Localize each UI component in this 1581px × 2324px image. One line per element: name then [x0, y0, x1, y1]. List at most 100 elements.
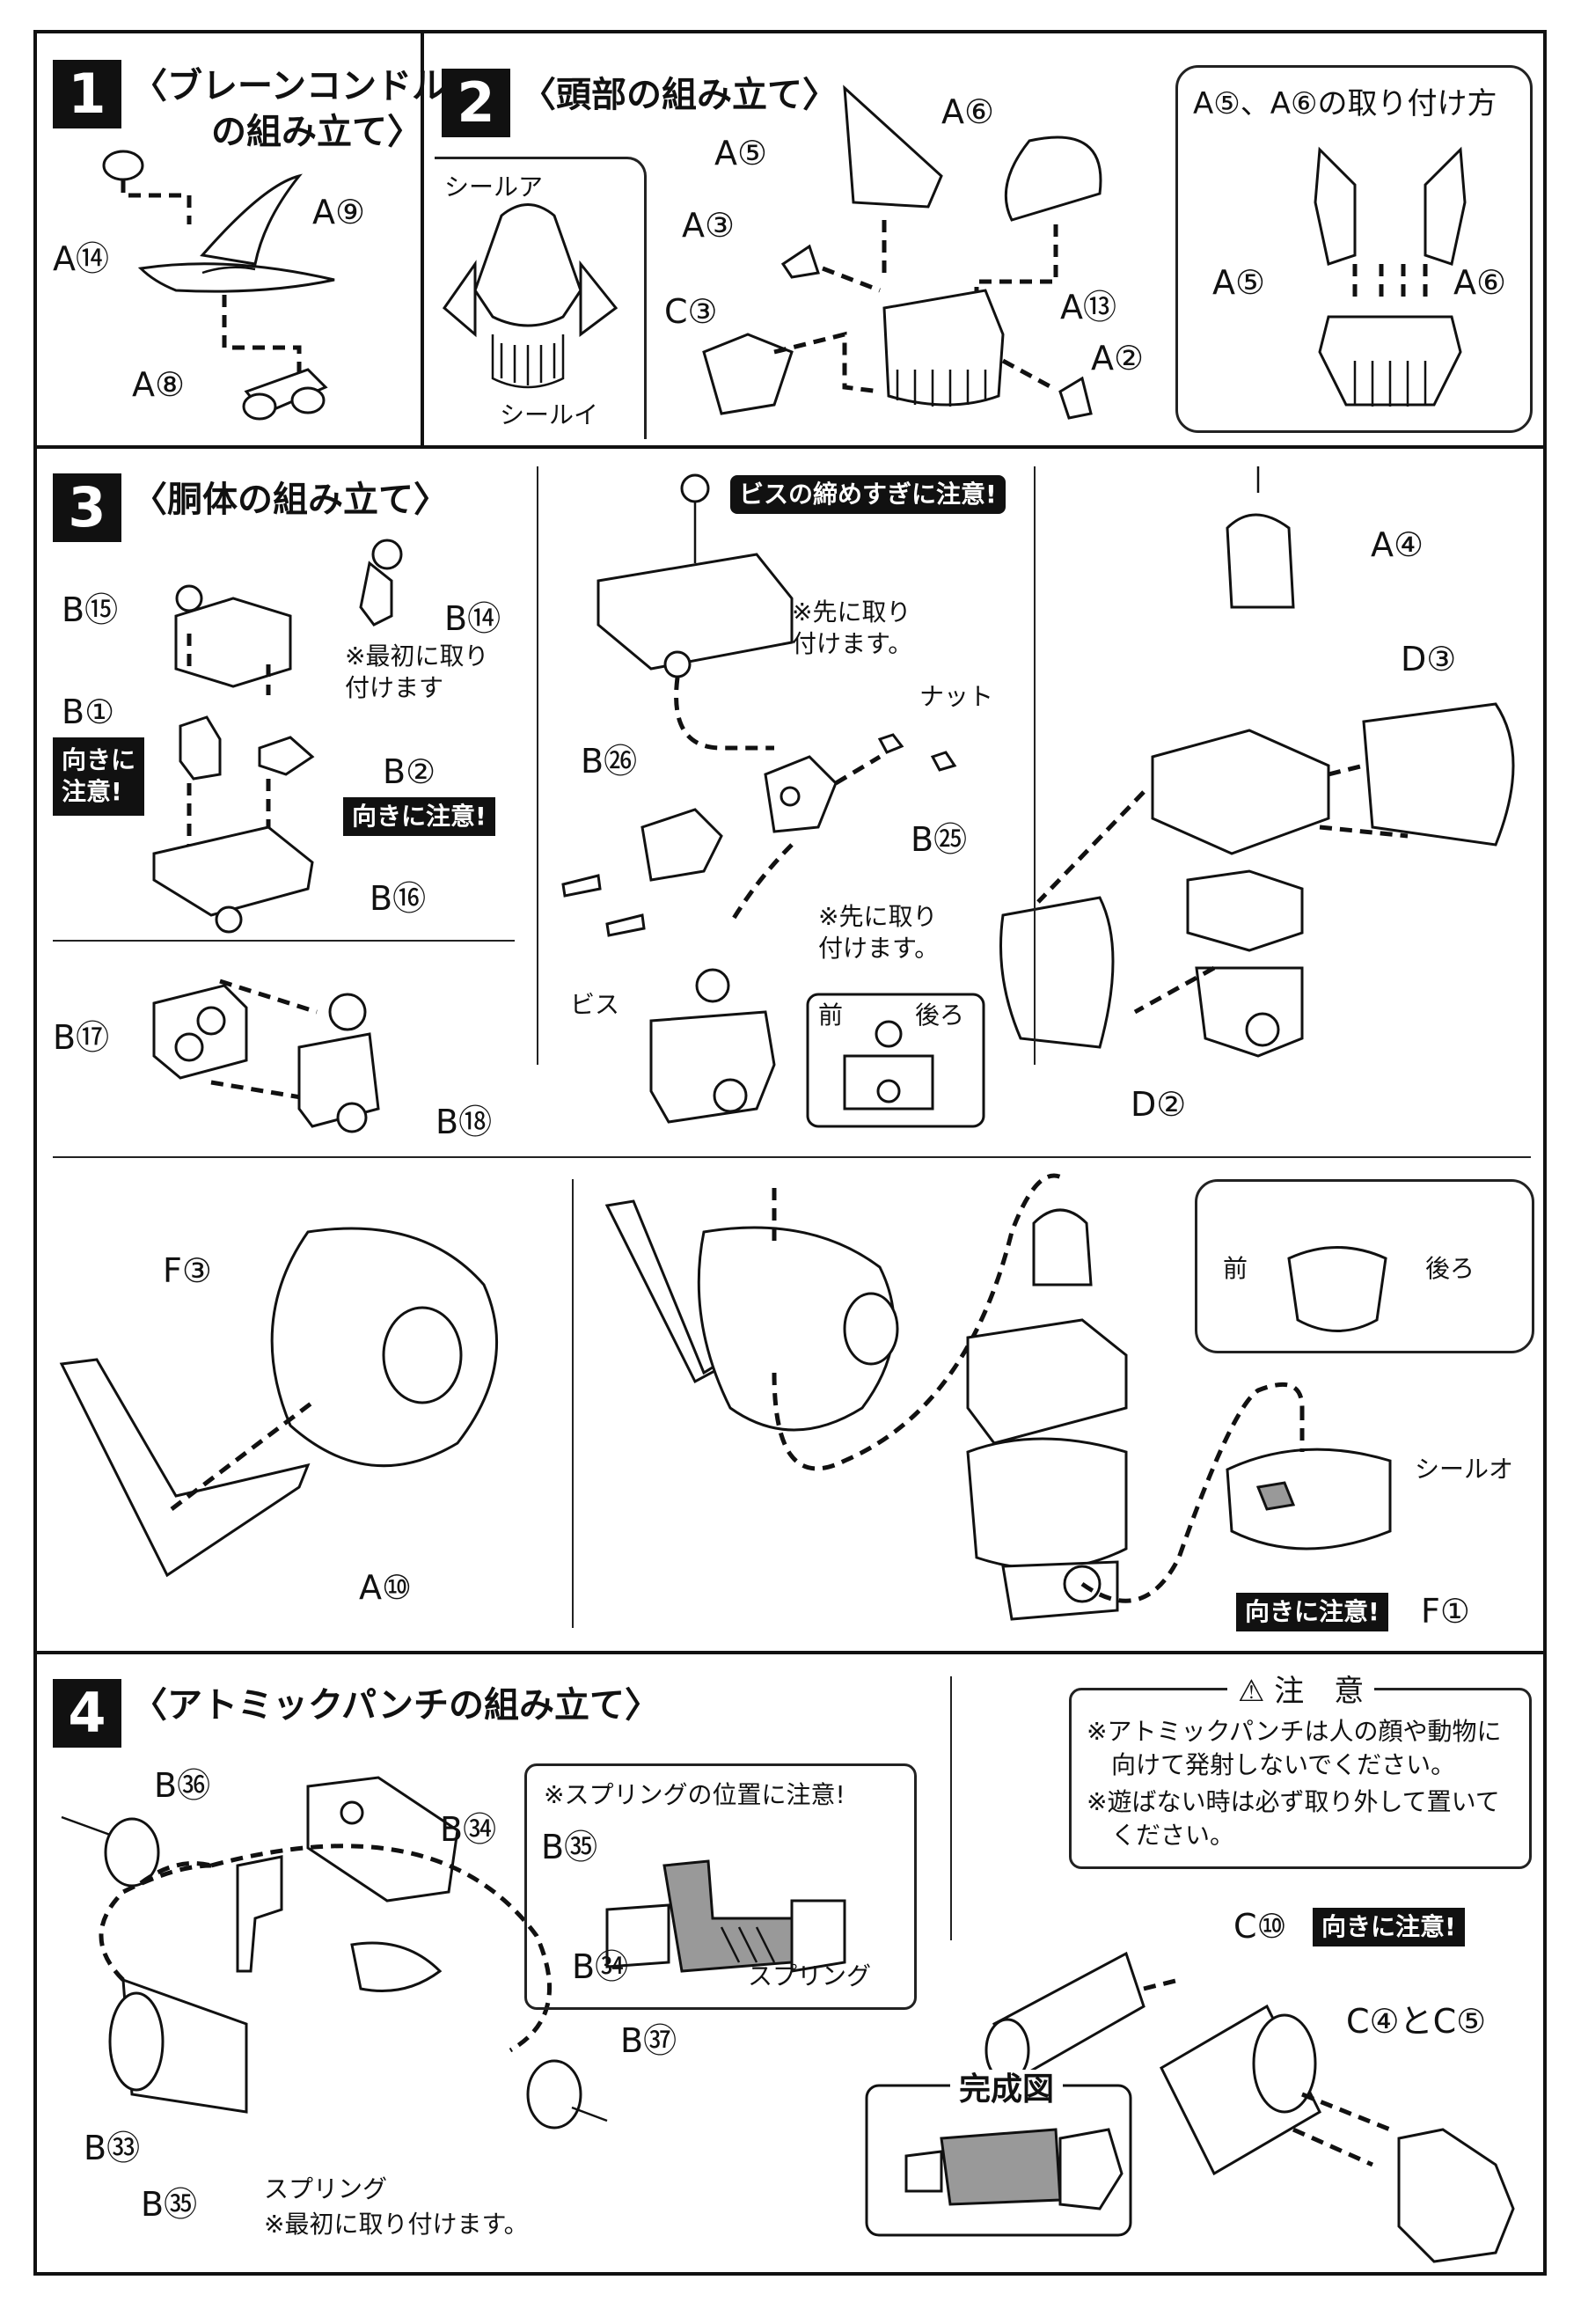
divider	[421, 30, 424, 447]
complete-label: 完成図	[950, 2070, 1064, 2111]
divider	[53, 940, 515, 942]
part-label: B⑮	[62, 590, 119, 629]
part-label: B㉞	[440, 1810, 497, 1849]
part-label: B㉝	[84, 2129, 141, 2167]
part-label: A⑤	[714, 134, 768, 172]
part-label: B㉟	[541, 1828, 598, 1866]
brain-condor-art	[102, 150, 335, 421]
divider	[950, 1676, 952, 1940]
part-label: B②	[383, 752, 436, 791]
torso-bottom-mid-art	[604, 1173, 1305, 1621]
spring-position-inset	[524, 1763, 917, 2010]
step-number: 3	[53, 473, 121, 542]
step-number: 2	[442, 69, 510, 137]
head-assembly-art	[702, 84, 1102, 420]
divider	[33, 445, 1547, 449]
step-title: 〈胴体の組み立て〉	[132, 480, 449, 520]
orientation-badge: 向きに注意!	[1236, 1593, 1388, 1631]
front-back-inset-art	[806, 993, 985, 1128]
divider	[572, 1179, 574, 1628]
torso-center-art	[561, 473, 957, 1124]
divider	[537, 466, 538, 1065]
note-text: ※最初に取り 付けます	[345, 641, 489, 703]
part-label: A⑩	[359, 1568, 413, 1607]
part-label: B㊱	[154, 1766, 211, 1805]
note-text: ※最初に取り付けます。	[264, 2210, 529, 2239]
caution-line: ※遊ばない時は必ず取り外して置いて	[1087, 1787, 1500, 1816]
step-title: の組み立て〉	[211, 112, 422, 152]
part-label: F①	[1421, 1592, 1470, 1631]
part-label: C③	[664, 292, 718, 331]
part-label: A③	[682, 206, 736, 245]
divider	[1034, 466, 1036, 1065]
part-label: D②	[1131, 1085, 1187, 1124]
orientation-badge: 向きに注意!	[343, 797, 495, 836]
nut-label: ナット	[919, 682, 994, 711]
divider	[33, 1651, 1547, 1654]
a5-a6-inset	[1175, 65, 1533, 433]
spring-inset-art	[605, 1859, 846, 1973]
complete-inset-art	[865, 2084, 1132, 2237]
seal-label: シールオ	[1415, 1455, 1514, 1484]
part-label: A④	[1371, 525, 1424, 564]
step-title: 〈ブレーンコンドル	[132, 66, 447, 106]
part-label: A②	[1091, 339, 1145, 378]
screw-label: ビス	[570, 990, 620, 1019]
part-label: B㉕	[911, 820, 968, 859]
inset-title: ※スプリングの位置に注意!	[544, 1780, 845, 1809]
head-callout	[435, 157, 647, 439]
step-title: 〈アトミックパンチの組み立て〉	[132, 1685, 660, 1726]
part-label: A⑤	[1212, 263, 1266, 302]
caution-line: ください。	[1087, 1821, 1235, 1850]
part-label: B㉟	[141, 2185, 198, 2224]
part-label: D③	[1401, 640, 1457, 678]
instruction-sheet	[33, 30, 1547, 2276]
screw-warning-badge: ビスの締めすぎに注意!	[730, 475, 1006, 514]
part-label: B㊲	[620, 2021, 677, 2060]
torso-right-art	[999, 466, 1515, 1058]
back-label: 後ろ	[1425, 1254, 1475, 1283]
part-label: A⑥	[1453, 263, 1507, 302]
part-label: B⑰	[53, 1018, 110, 1057]
spring-label: スプリング	[264, 2174, 388, 2203]
part-label: A⑨	[312, 193, 366, 231]
atomic-punch-right-art	[984, 1951, 1515, 2263]
part-label: B⑭	[444, 599, 501, 638]
orientation-badge: 向きに注意!	[1313, 1908, 1465, 1946]
front-label: 前	[818, 1001, 844, 1030]
note-text: ※先に取り 付けます。	[818, 902, 940, 964]
caution-line: 向けて発射しないでください。	[1087, 1750, 1456, 1779]
part-label: B⑱	[436, 1103, 493, 1141]
note-text: ※先に取り 付けます。	[792, 597, 913, 659]
part-label: A⑧	[132, 365, 186, 404]
orientation-badge: 向きに 注意!	[53, 737, 145, 816]
part-label: C④とC⑤	[1346, 2002, 1487, 2041]
divider	[53, 1156, 1531, 1158]
seal-label: シールイ	[500, 400, 599, 429]
head-art	[442, 203, 618, 389]
inset-title: A⑤、A⑥の取り付け方	[1193, 86, 1497, 121]
part-label: B㉞	[572, 1947, 629, 1986]
part-label: B①	[62, 693, 115, 731]
step-number: 4	[53, 1679, 121, 1748]
atomic-punch-left-art	[61, 1776, 608, 2130]
part-label: A⑬	[1060, 288, 1116, 326]
spring-label: スプリング	[748, 1961, 872, 1990]
step-title: 〈頭部の組み立て〉	[521, 75, 838, 115]
torso-left-art	[152, 539, 403, 934]
front-back-inset2-art	[1226, 1246, 1392, 1551]
torso-bottom-left-art	[59, 1227, 498, 1578]
caution-title-text: 注 意	[1274, 1674, 1365, 1709]
a5-a6-inset-art	[1314, 146, 1467, 407]
part-label: B㉖	[581, 742, 638, 781]
part-label: F③	[163, 1251, 212, 1290]
step-number: 1	[53, 60, 121, 128]
back-label: 後ろ	[915, 1001, 965, 1030]
front-back-inset	[1195, 1179, 1534, 1353]
warning-icon: ⚠	[1238, 1674, 1265, 1709]
torso-joint-art	[152, 979, 380, 1133]
part-label: A⑥	[941, 92, 995, 131]
part-label: B⑯	[370, 879, 427, 918]
seal-label: シールア	[444, 172, 544, 202]
